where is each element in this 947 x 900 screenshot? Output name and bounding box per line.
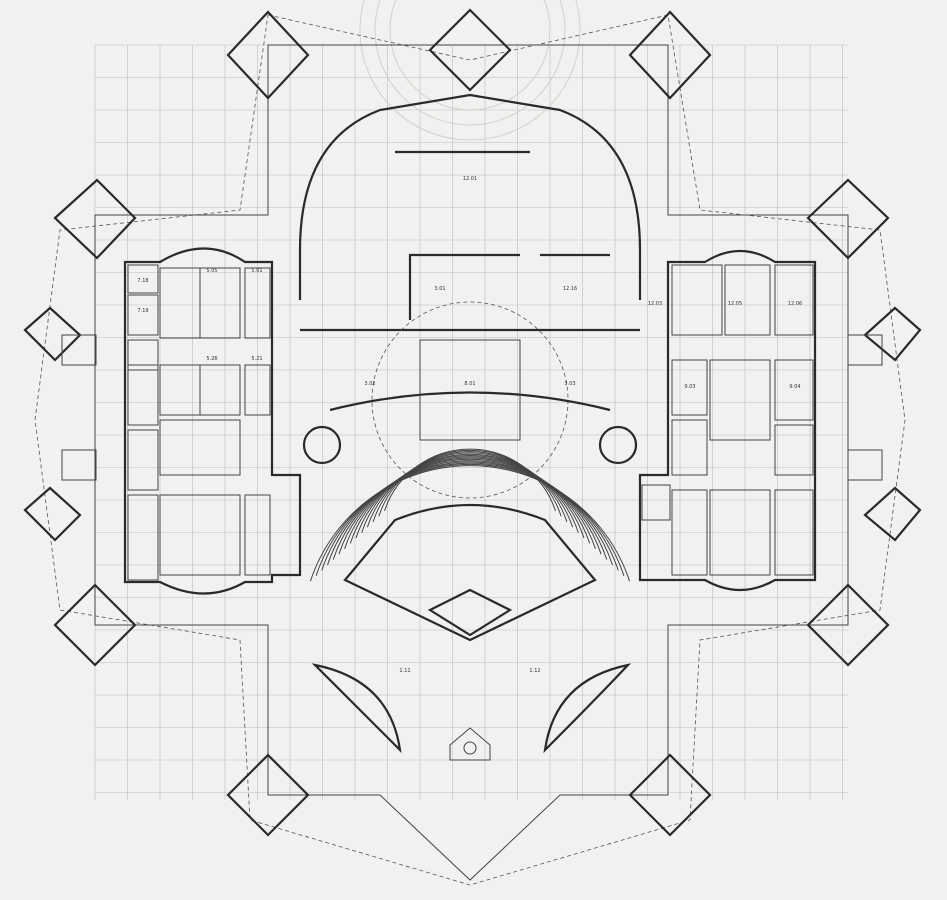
room [159, 267, 201, 339]
room [159, 364, 201, 416]
seating-row [372, 451, 568, 522]
room [199, 267, 241, 339]
grid-lines [94, 44, 848, 800]
room [774, 264, 814, 336]
room-label: 3.02 [364, 381, 375, 387]
seating-row [355, 455, 585, 539]
seating-row [344, 457, 596, 549]
room [709, 359, 771, 441]
seating-row [384, 448, 556, 512]
room [159, 494, 241, 576]
room-label: 8.01 [464, 381, 475, 387]
left-wing-rooms [127, 264, 271, 581]
seating-row [378, 449, 562, 517]
room-label: 9.04 [789, 384, 800, 390]
room [774, 424, 814, 476]
room-label: 5.26 [206, 356, 217, 362]
room-label: 12.06 [788, 301, 802, 307]
room-label: 12.05 [728, 301, 742, 307]
room [671, 419, 708, 476]
right-wing-rooms [641, 264, 814, 576]
left-wing-walls [123, 247, 302, 595]
room-label: 3.01 [434, 286, 445, 292]
plaza-seating-left [311, 663, 402, 754]
room-label: 12.16 [563, 286, 577, 292]
corner-pavilions [23, 8, 922, 837]
room-label: 1.11 [399, 668, 410, 674]
outer-platform-outline [94, 44, 849, 881]
room [244, 494, 271, 576]
room-label: 7.18 [137, 278, 148, 284]
room [127, 364, 159, 426]
room-label: 12.03 [648, 301, 662, 307]
room [244, 267, 271, 339]
room [709, 489, 771, 576]
outer-dashed-outline [34, 14, 906, 886]
room [671, 264, 723, 336]
room-label: 5.05 [206, 268, 217, 274]
room [724, 264, 771, 336]
faint-circles [359, 0, 581, 141]
seating-row [366, 452, 574, 528]
room [127, 494, 159, 581]
room [244, 364, 271, 416]
room [127, 264, 159, 294]
seating-row [321, 462, 619, 571]
right-wing-walls [638, 250, 817, 591]
room [671, 359, 708, 416]
room-label: 7.19 [137, 308, 148, 314]
spiral-stairs [302, 425, 638, 465]
seating-row [361, 453, 579, 533]
room [199, 364, 241, 416]
room-label: 3.03 [564, 381, 575, 387]
room [127, 294, 159, 336]
room [774, 359, 814, 421]
seating-row [338, 458, 602, 555]
room-labels: 7.18 7.19 5.05 5.01 5.21 5.26 12.01 3.01 12.16 12… [137, 176, 802, 674]
auditorium-seating [309, 448, 631, 582]
seating-row [327, 461, 613, 566]
room-label: 5.21 [251, 356, 262, 362]
room-label: 5.01 [251, 268, 262, 274]
central-hall-walls [298, 93, 642, 300]
seating-row [315, 463, 625, 576]
seating-row [349, 456, 591, 544]
plaza-seating-right [543, 663, 632, 754]
side-stairs [61, 334, 883, 481]
room [671, 489, 708, 576]
room [127, 339, 159, 371]
room [127, 429, 159, 491]
room [774, 489, 814, 576]
seating-row [309, 465, 631, 582]
room [641, 484, 671, 521]
room [159, 419, 241, 476]
room-label: 12.01 [463, 176, 477, 182]
room-label: 9.03 [684, 384, 695, 390]
seating-row [332, 460, 608, 560]
room-label: 1.12 [529, 668, 540, 674]
